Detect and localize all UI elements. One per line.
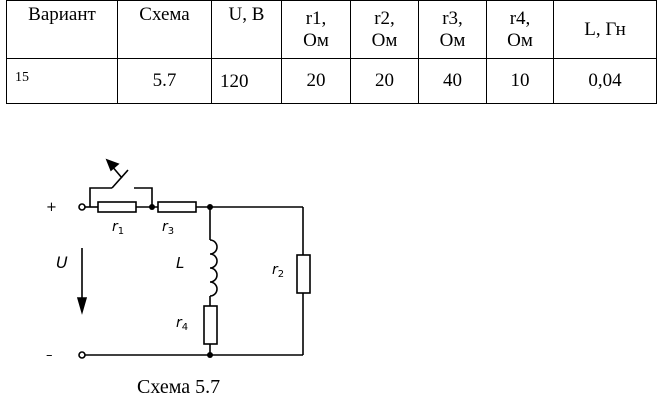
r1-label-letter: r [112, 219, 119, 235]
table-row: 15 5.7 120 20 20 40 10 0,04 [6, 58, 657, 104]
header-r2-unit: Ом [371, 29, 398, 51]
cell-l: 0,04 [553, 58, 657, 104]
cell-r1: 20 [281, 58, 351, 104]
cell-variant: 15 [6, 58, 118, 104]
plus-label: + [46, 200, 57, 215]
voltage-arrowhead-icon [76, 297, 88, 315]
header-r1-unit: Ом [303, 29, 329, 51]
r3-label-letter: r [162, 219, 169, 235]
circuit-diagram: + – U r1 r3 L r4 r2 [46, 158, 311, 363]
junction-dot [207, 352, 213, 358]
r1-label-sub: 1 [118, 226, 124, 237]
table-header-row: Вариант Схема U, В r1, Ом r2, Ом r3, Ом … [6, 0, 657, 59]
junction-dot [149, 204, 155, 210]
r4-label-letter: r [176, 315, 183, 331]
r2-label-sub: 2 [278, 269, 284, 280]
header-l: L, Гн [553, 0, 657, 59]
switch-blade [111, 169, 129, 189]
header-r2-name: r2, [374, 7, 395, 29]
resistor-r3 [157, 201, 197, 213]
r4-label-sub: 4 [182, 322, 188, 333]
plus-terminal [78, 203, 86, 211]
r4-label: r4 [176, 315, 188, 333]
header-u: U, В [211, 0, 282, 59]
junction-dot [207, 204, 213, 210]
cell-u: 120 [211, 58, 282, 104]
cell-scheme: 5.7 [117, 58, 212, 104]
figure-caption: Схема 5.7 [137, 376, 221, 398]
resistor-r4 [203, 305, 218, 345]
resistor-r2 [296, 254, 311, 294]
voltage-label: U [56, 253, 68, 272]
resistor-r1 [97, 201, 137, 213]
header-r2: r2, Ом [350, 0, 419, 59]
minus-terminal [78, 351, 86, 359]
header-r4-name: r4, [509, 7, 531, 29]
header-variant: Вариант [6, 0, 118, 59]
r3-label: r3 [162, 219, 174, 237]
header-r4: r4, Ом [486, 0, 554, 59]
header-r3: r3, Ом [418, 0, 487, 59]
switch-wire [89, 187, 112, 207]
switch-wire [134, 187, 153, 207]
r2-label-letter: r [272, 262, 279, 278]
r3-label-sub: 3 [168, 226, 174, 237]
inductor-label: L [176, 254, 184, 272]
inductor-l [209, 239, 218, 297]
switch-arrowhead-icon [105, 158, 120, 172]
header-r1: r1, Ом [281, 0, 351, 59]
r1-label: r1 [112, 219, 124, 237]
header-r3-name: r3, [442, 7, 463, 29]
header-r4-unit: Ом [507, 29, 533, 51]
minus-label: – [46, 348, 53, 363]
header-scheme: Схема [117, 0, 212, 59]
cell-r2: 20 [350, 58, 419, 104]
cell-r3: 40 [418, 58, 487, 104]
r2-label: r2 [272, 262, 284, 280]
cell-r4: 10 [486, 58, 554, 104]
header-r3-unit: Ом [439, 29, 466, 51]
parameters-table: Вариант Схема U, В r1, Ом r2, Ом r3, Ом … [6, 0, 657, 104]
header-r1-name: r1, [305, 7, 327, 29]
